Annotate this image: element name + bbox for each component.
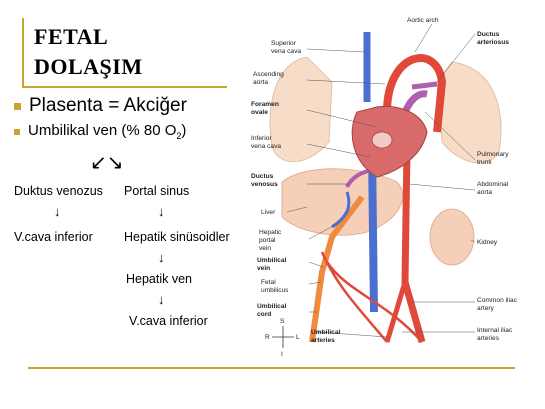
- label-umbilical-vein-1: Umbilical: [257, 257, 286, 264]
- inferior-vena-cava: [368, 151, 378, 313]
- label-internal-iliac-1: Internal iliac: [477, 327, 513, 334]
- umbilical-vein: [309, 195, 365, 343]
- label-hepatic-portal-vein-2: portal: [259, 237, 276, 244]
- orientation-compass: S R L I: [265, 318, 300, 357]
- down-arrow-right-2: ↓: [158, 250, 165, 265]
- label-superior-vena-cava-1: Superior: [271, 40, 297, 47]
- flow-ductus-venosus: Duktus venozus: [14, 184, 103, 198]
- compass-l: L: [296, 334, 300, 341]
- flow-hepatic-vein: Hepatik ven: [126, 272, 193, 286]
- oxygen-subscript: 2: [176, 131, 182, 141]
- compass-s: S: [280, 318, 285, 325]
- label-liver: Liver: [261, 209, 276, 216]
- hepatic-portal-vein: [331, 191, 351, 229]
- bullet-placenta-text: Plasenta = Akciğer: [29, 95, 187, 116]
- flow-vcava-inferior-left: V.cava inferior: [14, 230, 93, 244]
- kidney: [429, 208, 475, 266]
- abdominal-aorta: [401, 146, 426, 343]
- label-umbilical-cord-1: Umbilical: [257, 303, 286, 310]
- label-ductus-venosus-2: venosus: [251, 181, 278, 188]
- label-fetal-umbilicus-1: Fetal: [261, 279, 276, 286]
- label-ascending-aorta-1: Ascending: [253, 71, 284, 78]
- label-inferior-vena-cava-1: Inferior: [251, 135, 272, 142]
- label-hepatic-portal-vein-1: Hepatic: [259, 229, 282, 236]
- label-umbilical-arteries-1: Umbilical: [311, 329, 340, 336]
- ductus-arteriosus: [411, 81, 438, 90]
- label-ductus-venosus-1: Ductus: [251, 173, 274, 180]
- down-arrow-right-1: ↓: [158, 204, 165, 219]
- down-arrow-right-3: ↓: [158, 292, 165, 307]
- top-divider-line: [22, 86, 227, 88]
- title-line-2: DOLAŞIM: [34, 54, 143, 79]
- label-umbilical-vein-2: vein: [257, 265, 270, 272]
- compass-i: I: [281, 351, 283, 357]
- label-aortic-arch: Aortic arch: [407, 17, 439, 24]
- bullet-umbilical-text: Umbilikal ven (% 80 O2): [28, 122, 186, 141]
- label-umbilical-arteries-2: arteries: [311, 337, 335, 344]
- flow-hepatic-sinusoids: Hepatik sinüsoidler: [124, 230, 230, 244]
- bullet-umbilical-suffix: ): [181, 122, 187, 139]
- label-superior-vena-cava-2: vena cava: [271, 48, 301, 55]
- fetal-circulation-diagram: S R L I Aortic arch Ductus arteriosus Su…: [251, 17, 518, 357]
- leader-lines: [286, 23, 476, 338]
- label-kidney: Kidney: [477, 239, 498, 246]
- bullet-umbilical-prefix: Umbilikal ven (% 80 O: [28, 122, 177, 139]
- bullet-square-icon: [14, 128, 20, 135]
- foramen-ovale: [371, 131, 393, 149]
- label-ascending-aorta-2: aorta: [253, 79, 268, 86]
- label-pulmonary-trunk-1: Pulmonary: [477, 151, 509, 158]
- label-internal-iliac-2: arteries: [477, 335, 500, 342]
- label-inferior-vena-cava-2: vena cava: [251, 143, 281, 150]
- label-ductus-arteriosus-2: arteriosus: [477, 39, 509, 46]
- bottom-divider-line: [28, 367, 515, 369]
- label-abdominal-aorta-1: Abdominal: [477, 181, 509, 188]
- label-umbilical-cord-2: cord: [257, 311, 271, 318]
- umbilical-arteries: [320, 251, 423, 343]
- down-arrow-left-1: ↓: [54, 204, 61, 219]
- flow-vcava-inferior-right: V.cava inferior: [129, 314, 208, 328]
- label-pulmonary-trunk-2: trunk: [477, 159, 492, 166]
- label-foramen-ovale-1: Foramen: [251, 101, 279, 108]
- bullet-square-icon: [14, 102, 21, 110]
- label-common-iliac-1: Common iliac: [477, 297, 518, 304]
- label-hepatic-portal-vein-3: vein: [259, 245, 271, 252]
- branch-arrows: ↙↘: [90, 152, 124, 174]
- title-line-1: FETAL: [34, 24, 109, 49]
- flow-portal-sinus: Portal sinus: [124, 184, 190, 198]
- label-fetal-umbilicus-2: umbilicus: [261, 287, 289, 294]
- label-foramen-ovale-2: ovale: [251, 109, 268, 116]
- left-accent-bar: [22, 18, 24, 86]
- lungs: [269, 56, 502, 164]
- bullet-umbilical-vein: Umbilikal ven (% 80 O2): [14, 122, 186, 141]
- label-common-iliac-2: artery: [477, 305, 495, 312]
- label-ductus-arteriosus-1: Ductus: [477, 31, 500, 38]
- bullet-placenta: Plasenta = Akciğer: [14, 95, 187, 117]
- slide-title: FETAL DOLAŞIM: [34, 22, 143, 82]
- compass-r: R: [265, 334, 270, 341]
- aortic-arch: [383, 54, 447, 133]
- label-abdominal-aorta-2: aorta: [477, 189, 492, 196]
- common-iliac-left: [384, 281, 408, 343]
